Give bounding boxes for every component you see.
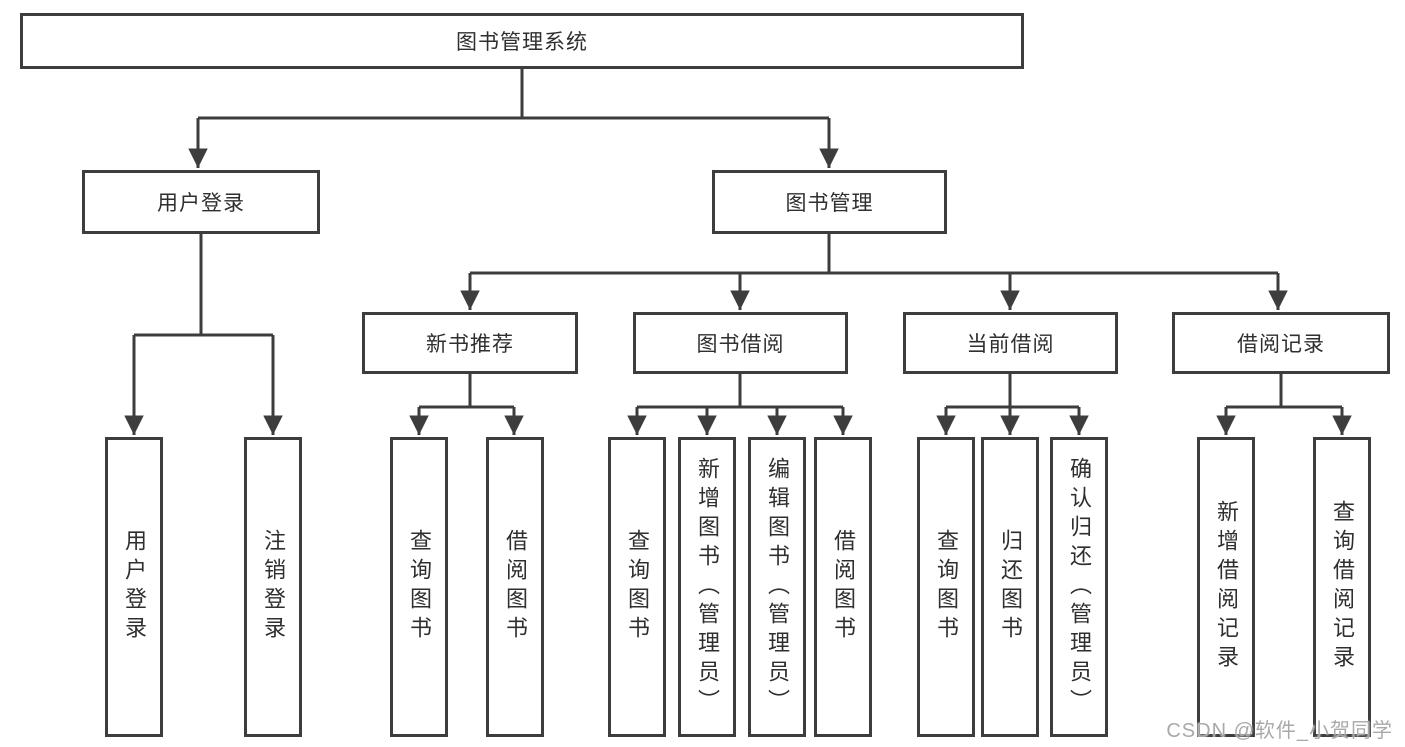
node-borrowing-records-label: 借阅记录 — [1237, 333, 1325, 356]
node-recommend-borrow-books-label: 借阅图书 — [503, 529, 528, 645]
node-confirm-return-admin: 确认归还（管理员） — [1050, 437, 1108, 737]
node-user-login-leaf: 用户登录 — [105, 437, 163, 737]
node-book-management-label: 图书管理 — [785, 192, 874, 215]
node-current-borrowing-label: 当前借阅 — [966, 333, 1055, 356]
node-add-books-admin-label: 新增图书（管理员） — [695, 456, 720, 718]
node-current-borrowing: 当前借阅 — [903, 312, 1118, 374]
node-add-borrow-record-label: 新增借阅记录 — [1214, 500, 1239, 674]
node-book-borrowing: 图书借阅 — [633, 312, 848, 374]
node-borrowing-query-books-label: 查询图书 — [625, 529, 650, 645]
node-book-management: 图书管理 — [712, 170, 947, 234]
node-return-books-label: 归还图书 — [998, 529, 1023, 645]
node-user-login-leaf-label: 用户登录 — [122, 529, 147, 645]
node-borrowing-borrow-books-label: 借阅图书 — [831, 529, 856, 645]
connectors — [124, 69, 1352, 435]
node-borrowing-query-books: 查询图书 — [608, 437, 666, 737]
node-edit-books-admin-label: 编辑图书（管理员） — [765, 456, 790, 718]
node-query-borrow-record-label: 查询借阅记录 — [1330, 500, 1355, 674]
node-book-borrowing-label: 图书借阅 — [696, 333, 785, 356]
node-user-login-branch: 用户登录 — [82, 170, 320, 234]
node-add-borrow-record: 新增借阅记录 — [1197, 437, 1255, 737]
node-return-books: 归还图书 — [981, 437, 1039, 737]
node-confirm-return-admin-label: 确认归还（管理员） — [1067, 456, 1092, 718]
node-new-book-recommend-label: 新书推荐 — [426, 333, 514, 356]
node-logout-label: 注销登录 — [261, 529, 286, 645]
node-root-label: 图书管理系统 — [456, 31, 588, 54]
node-recommend-borrow-books: 借阅图书 — [486, 437, 544, 737]
node-current-query-books-label: 查询图书 — [934, 529, 959, 645]
node-add-books-admin: 新增图书（管理员） — [678, 437, 736, 737]
node-borrowing-records: 借阅记录 — [1172, 312, 1390, 374]
node-borrowing-borrow-books: 借阅图书 — [814, 437, 872, 737]
node-new-book-recommend: 新书推荐 — [362, 312, 578, 374]
node-query-borrow-record: 查询借阅记录 — [1313, 437, 1371, 737]
node-root: 图书管理系统 — [20, 13, 1024, 69]
node-logout: 注销登录 — [244, 437, 302, 737]
node-user-login-branch-label: 用户登录 — [157, 192, 245, 215]
node-recommend-query-books: 查询图书 — [390, 437, 448, 737]
node-current-query-books: 查询图书 — [917, 437, 975, 737]
node-edit-books-admin: 编辑图书（管理员） — [748, 437, 806, 737]
watermark: CSDN @软件_小贺同学 — [1166, 720, 1393, 742]
node-recommend-query-books-label: 查询图书 — [407, 529, 432, 645]
